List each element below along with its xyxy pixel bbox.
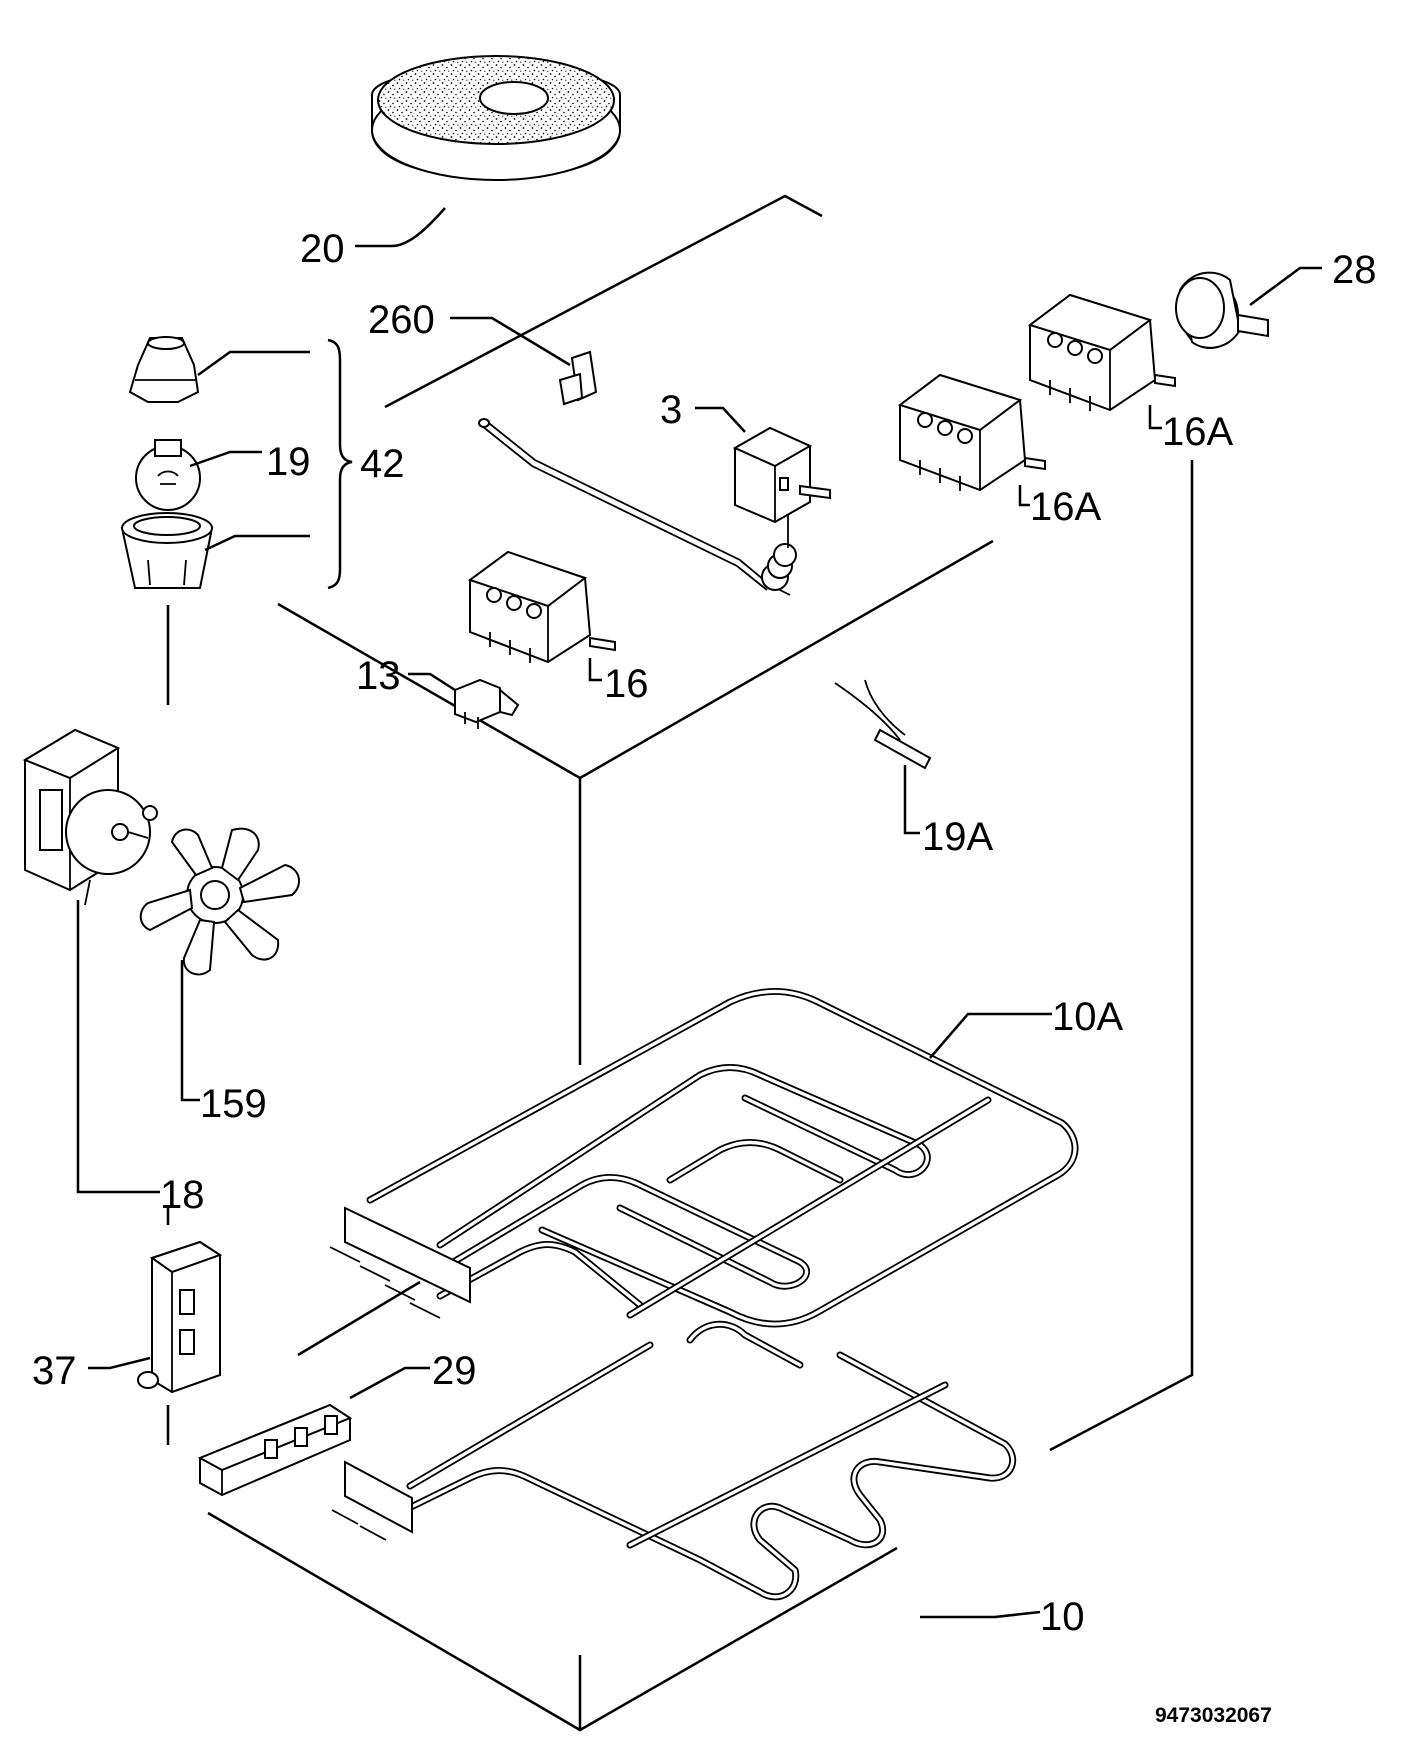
leader-37 [88,1356,151,1370]
lower-element-10-part [331,1341,1017,1601]
label-159: 159 [200,1082,267,1126]
clip-part [558,350,598,406]
oven-cavity-outline [166,194,1194,1732]
door-switch-part [137,1240,223,1394]
leader-lamp-cover [204,534,310,552]
round-filter-part [371,55,621,181]
leader-20 [355,207,446,248]
switch-13-part [454,678,520,729]
document-number: 9473032067 [1155,1704,1272,1727]
label-28: 28 [1332,248,1377,292]
label-10a: 10A [1052,995,1123,1039]
lamp-holder-part [128,336,200,403]
thermostat-part [478,418,831,596]
label-18: 18 [160,1173,205,1217]
switch-16a-upper-part [1027,293,1176,412]
leader-10 [920,1610,1041,1619]
knob-part [1175,271,1269,349]
leader-16a-upper [1148,405,1162,430]
label-42: 42 [360,442,405,486]
lamp-bulb-part [135,439,201,511]
leader-13 [408,672,456,692]
leader-28 [1249,266,1322,307]
label-10: 10 [1040,1595,1085,1639]
label-37: 37 [32,1349,77,1393]
label-3: 3 [660,388,682,432]
lower-element-rods [401,1341,1017,1601]
leader-10a [929,1012,1052,1059]
grill-element-rods [366,988,1079,1369]
fan-motor-part [22,728,158,906]
label-29: 29 [432,1349,477,1393]
switch-16-part [467,550,616,664]
leader-260 [450,316,571,367]
fan-blade-part [139,827,301,976]
leader-19a [903,765,920,835]
lamp-cover-part [120,512,214,589]
leader-159 [180,960,200,1102]
switch-16a-lower-part [897,373,1046,492]
leader-18 [76,900,160,1194]
leader-16 [588,658,602,682]
leader-3 [695,406,746,433]
grill-element-10a-part [297,988,1079,1369]
label-16a-lower: 16A [1030,485,1101,529]
leader-16a-lower [1018,485,1030,507]
brace-42 [327,338,353,590]
leader-lamp-holder [197,350,310,377]
label-19a: 19A [922,815,993,859]
label-13: 13 [356,654,401,698]
label-16a-upper: 16A [1162,410,1233,454]
terminal-block-29-part [197,1403,353,1497]
leader-19 [189,450,262,468]
label-19: 19 [266,440,311,484]
probe-19a-part [834,679,932,770]
label-16: 16 [604,662,649,706]
leader-29 [349,1366,430,1400]
label-260: 260 [368,298,435,342]
label-20: 20 [300,227,345,271]
